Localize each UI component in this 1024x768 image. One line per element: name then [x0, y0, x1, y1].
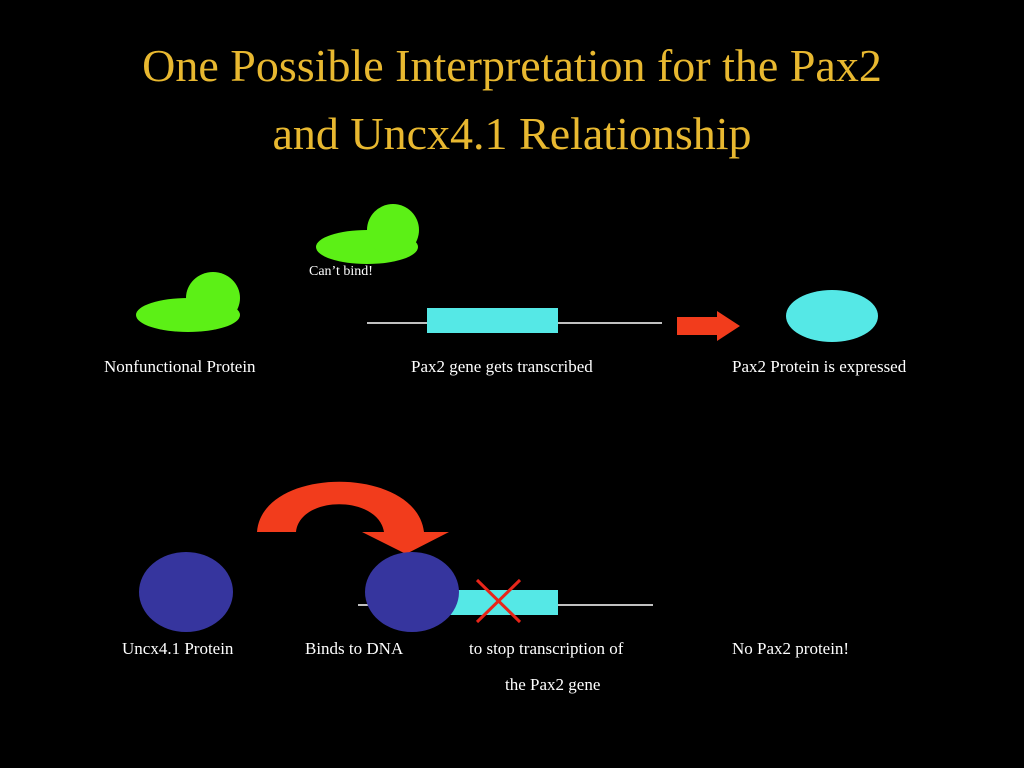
- gene-transcribed-label: Pax2 gene gets transcribed: [411, 357, 593, 376]
- pax2-gene-block-top: [427, 308, 558, 333]
- pax2-protein-shape: [786, 290, 878, 342]
- pax2-gene-dna-top: [367, 308, 662, 333]
- title-line-1: One Possible Interpretation for the Pax2: [142, 40, 882, 91]
- nonfunctional-protein-shape: [136, 272, 240, 332]
- binds-dna-label: Binds to DNA: [305, 639, 404, 658]
- floating-nonfunctional-protein: [316, 204, 419, 264]
- slide-title: One Possible Interpretation for the Pax2…: [0, 32, 1024, 168]
- transcription-blocked-x-icon: [475, 578, 522, 624]
- protein-expressed-label: Pax2 Protein is expressed: [732, 357, 907, 376]
- cant-bind-label: Can’t bind!: [309, 264, 373, 279]
- uncx-protein-shape: [139, 552, 233, 632]
- binding-curved-arrow: [257, 481, 449, 554]
- bound-uncx-protein-shape: [365, 552, 459, 632]
- expression-arrow: [677, 311, 740, 341]
- uncx-protein-label: Uncx4.1 Protein: [122, 639, 234, 658]
- stop-transcription-label-line-1: to stop transcription of: [469, 639, 624, 658]
- no-protein-label: No Pax2 protein!: [732, 639, 850, 658]
- title-line-2: and Uncx4.1 Relationship: [272, 108, 752, 159]
- nonfunctional-protein-label: Nonfunctional Protein: [104, 357, 256, 376]
- stop-transcription-label-line-2: the Pax2 gene: [505, 675, 601, 694]
